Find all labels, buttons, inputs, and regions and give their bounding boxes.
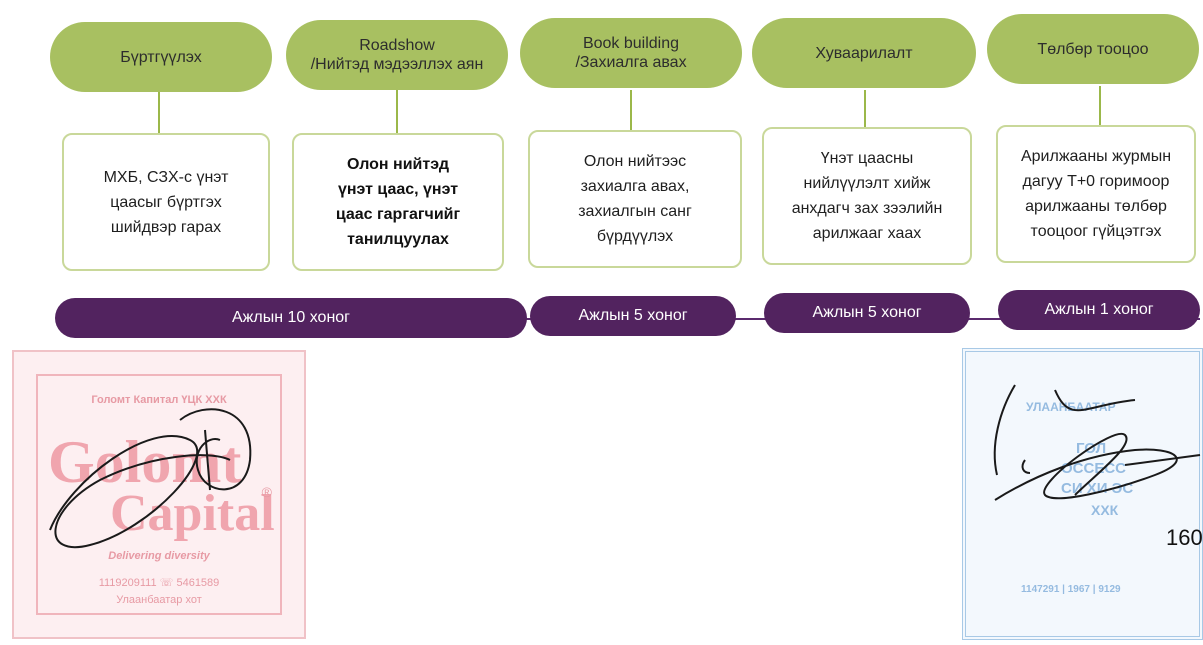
- stamp-right-line5: ХХК: [1091, 502, 1119, 518]
- company-stamp-left: Голомт Капитал ҮЦК ХХК Golomt Capital ® …: [12, 350, 306, 639]
- stamp-right-line3: ОССЕСС: [1061, 460, 1127, 477]
- connector-4: [864, 90, 866, 130]
- step-title-5: Төлбөр тооцоо: [987, 14, 1199, 84]
- stamp-right-line4: СИ ХИ ЭС: [1061, 480, 1134, 497]
- duration-1: Ажлын 10 хоног: [55, 298, 527, 338]
- connector-3: [630, 90, 632, 135]
- duration-2: Ажлын 5 хоног: [530, 296, 736, 336]
- duration-4: Ажлын 1 хоног: [998, 290, 1200, 330]
- step-description-2: Олон нийтэд үнэт цаас, үнэт цаас гаргагч…: [292, 133, 504, 271]
- signature-right: [993, 384, 1201, 501]
- company-stamp-right: УЛААНБААТАР ГОЛ ОССЕСС СИ ХИ ЭС ХХК 1147…: [962, 348, 1203, 640]
- step-title-3: Book building /Захиалга авах: [520, 18, 742, 88]
- stamp-right-line6: 1147291 | 1967 | 9129: [1021, 584, 1121, 595]
- connector-5: [1099, 86, 1101, 128]
- connector-1: [158, 90, 160, 135]
- connector-2: [396, 90, 398, 135]
- duration-3: Ажлын 5 хоног: [764, 293, 970, 333]
- stamp-numbers: 1119209111 ☏ 5461589: [98, 577, 220, 589]
- step-title-1: Бүртгүүлэх: [50, 22, 272, 92]
- step-description-1: МХБ, СЗХ-с үнэт цаасыг бүртгэх шийдвэр г…: [62, 133, 270, 271]
- stamp-logo-line2: Capital: [110, 485, 275, 542]
- stamp-company-name: Голомт Капитал ҮЦК ХХК: [91, 394, 227, 406]
- stamp-tagline: Delivering diversity: [108, 550, 210, 562]
- page-number: 160: [1166, 525, 1203, 550]
- stamp-right-line1: УЛААНБААТАР: [1026, 400, 1116, 414]
- step-description-4: Үнэт цаасны нийлүүлэлт хийж анхдагч зах …: [762, 127, 972, 265]
- stamp-city: Улаанбаатар хот: [116, 594, 202, 606]
- step-description-5: Арилжааны журмын дагуу Т+0 горимоор арил…: [996, 125, 1196, 263]
- step-title-2: Roadshow /Нийтэд мэдээллэх аян: [286, 20, 508, 90]
- step-description-3: Олон нийтээс захиалга авах, захиалгын са…: [528, 130, 742, 268]
- stamp-registered-mark: ®: [261, 484, 272, 500]
- step-title-4: Хуваарилалт: [752, 18, 976, 88]
- signature-left: [49, 408, 252, 548]
